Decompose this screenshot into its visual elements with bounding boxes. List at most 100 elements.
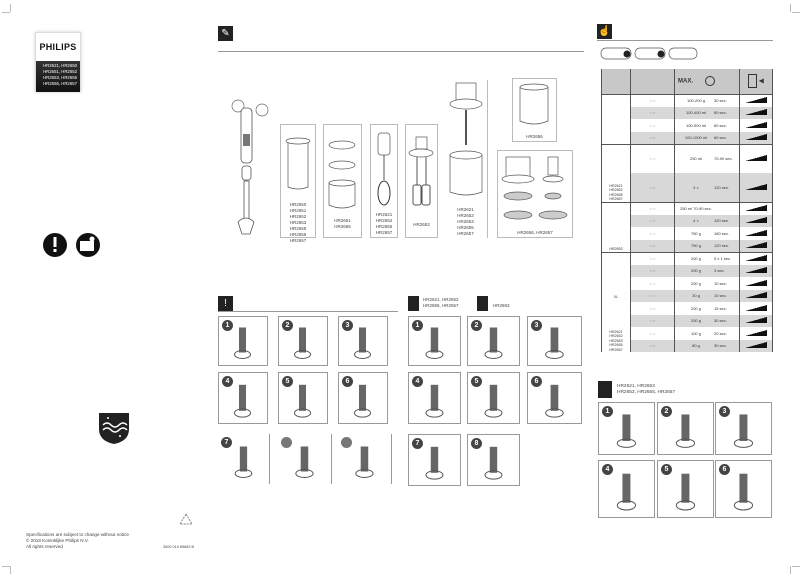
philips-shield-logo bbox=[99, 413, 129, 444]
speed-cell bbox=[739, 94, 773, 107]
table-header: MAX. ◀ bbox=[601, 69, 773, 94]
step-number: 5 bbox=[661, 464, 672, 475]
speed-cell bbox=[739, 173, 773, 202]
step-number: 1 bbox=[412, 320, 423, 331]
step-illustration bbox=[354, 384, 371, 418]
model-line: HR2621, HR2653 bbox=[617, 384, 655, 389]
model-label: HR2652 bbox=[289, 214, 307, 219]
model-label: HR2621 bbox=[375, 212, 393, 217]
step-number: 2 bbox=[471, 320, 482, 331]
time: 180 sec. bbox=[714, 230, 730, 236]
speed-icon bbox=[745, 121, 767, 128]
speed-cell bbox=[739, 119, 773, 132]
max-header: MAX. bbox=[678, 78, 693, 85]
crop-mark bbox=[10, 4, 11, 12]
assembly-sequence-icon bbox=[600, 47, 698, 60]
beaters-panel: HR2653 bbox=[405, 124, 438, 238]
footer-line: All rights reserved bbox=[26, 544, 63, 549]
step-number: 3 bbox=[342, 320, 353, 331]
crop-mark bbox=[2, 12, 10, 13]
model-label: HR2657 bbox=[609, 197, 623, 201]
model-line: HR2621, HR2650 bbox=[43, 63, 77, 68]
overview-section-icon: ✎ bbox=[218, 26, 233, 41]
amount: 100-400 ml bbox=[685, 110, 706, 116]
amount: 100-1000 ml bbox=[684, 135, 708, 140]
attachment-cell: HR2653 bbox=[601, 202, 631, 252]
step-5: 5 bbox=[278, 372, 328, 424]
step-illustration bbox=[483, 384, 502, 418]
amount: 200 g bbox=[690, 280, 701, 286]
time: 5 x 1 sec. bbox=[714, 256, 732, 261]
food-icon: ◌ ◌ bbox=[630, 214, 675, 227]
section-divider bbox=[597, 40, 773, 41]
model-label: HR2652 bbox=[375, 218, 393, 223]
model-label: HR2653 bbox=[609, 338, 623, 343]
model-line: HR2656, HR2657 bbox=[43, 81, 77, 86]
amount: 200 g bbox=[690, 305, 701, 311]
bowl-illustration bbox=[519, 83, 549, 125]
speed-icon bbox=[745, 155, 767, 162]
step-6: 6 bbox=[527, 372, 582, 424]
food-icon: ◌ ◌ bbox=[630, 106, 675, 119]
food-icon: ◌ ◌ bbox=[630, 94, 675, 107]
disc-panel: HR2656, HR2657 bbox=[497, 150, 573, 238]
model-label: HR2653 bbox=[609, 247, 623, 251]
model-label: HR2655 bbox=[289, 226, 307, 231]
step-7: 7 bbox=[408, 434, 461, 486]
time: 60 sec. bbox=[714, 135, 727, 140]
beaters-illustration bbox=[408, 136, 434, 206]
model-label: HR2621 bbox=[609, 329, 623, 334]
step-illustration bbox=[483, 327, 502, 360]
recycle-icon bbox=[179, 513, 193, 525]
step-number: 6 bbox=[531, 376, 542, 387]
amount: 200 g bbox=[690, 256, 701, 261]
step-illustration bbox=[616, 414, 636, 448]
step-illustration bbox=[424, 446, 443, 480]
food-icon: ◌ ◌ bbox=[630, 144, 675, 173]
step-number: 5 bbox=[282, 376, 293, 387]
model-label: HR2651 bbox=[289, 208, 307, 213]
time: 20 sec. bbox=[714, 330, 727, 336]
step-3: 3 bbox=[338, 316, 388, 366]
step-number: 1 bbox=[222, 320, 233, 331]
attachment-cell bbox=[601, 94, 631, 144]
amount: 250 ml bbox=[689, 156, 702, 162]
step-illustration bbox=[234, 384, 251, 418]
philips-logo-box: PHILIPS HR2621, HR2650 HR2651, HR2652 HR… bbox=[35, 32, 81, 92]
step-illustration bbox=[294, 327, 311, 360]
step-number: 3 bbox=[531, 320, 542, 331]
amount: 200 g bbox=[690, 318, 701, 324]
model-line: HR2653, HR2655, HR2657 bbox=[617, 390, 676, 395]
amount: 30 g bbox=[692, 293, 700, 299]
step-6: 6 bbox=[338, 372, 388, 424]
model-line: HR2655, HR2657 bbox=[423, 303, 459, 308]
speed-icon bbox=[745, 292, 767, 299]
food-icon: ◌ ◌ bbox=[630, 202, 675, 215]
speed-cell bbox=[739, 214, 773, 227]
amount: 80 g bbox=[692, 343, 700, 349]
food-icon: ◌ ◌ bbox=[630, 239, 675, 252]
model-label: HR2656 bbox=[526, 134, 543, 139]
speed-cell bbox=[739, 289, 773, 302]
step-number: 4 bbox=[412, 376, 423, 387]
food-icon: ◌ ◌ bbox=[630, 227, 675, 240]
step-3: 3 bbox=[715, 402, 772, 455]
table-row: ◌ ◌4 ×120 sec. bbox=[602, 173, 773, 202]
speed-icon bbox=[745, 267, 767, 274]
amount: 100-500 ml bbox=[685, 122, 706, 128]
section-divider bbox=[218, 311, 398, 312]
speed-icon bbox=[745, 317, 767, 324]
